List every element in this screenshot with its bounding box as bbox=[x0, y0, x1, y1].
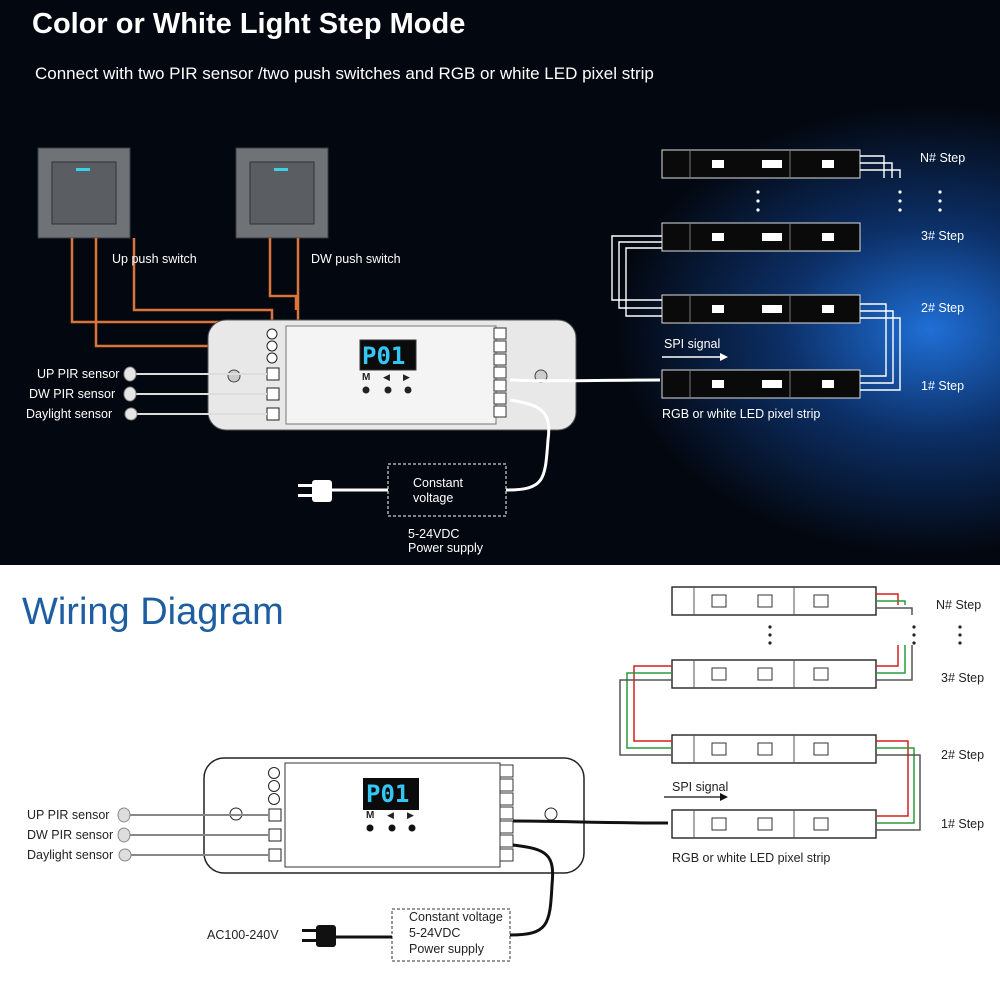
step-2-label: 2# Step bbox=[921, 301, 965, 315]
power-supply bbox=[387, 463, 507, 517]
sensor-heads bbox=[123, 366, 138, 421]
psu-spec-2: Power supply bbox=[408, 541, 484, 555]
psu-label-2: voltage bbox=[413, 491, 454, 505]
mode-button: M bbox=[362, 372, 371, 383]
step-n-label-bottom: N# Step bbox=[936, 598, 982, 612]
continuation-dots-bottom bbox=[768, 625, 962, 645]
sensor-heads-bottom bbox=[117, 807, 132, 862]
left-button: ◀ bbox=[383, 372, 390, 382]
power-cable-bottom bbox=[509, 843, 555, 937]
led-strip-3-bottom bbox=[671, 659, 877, 689]
daylight-label: Daylight sensor bbox=[26, 407, 113, 421]
spi-arrowhead bbox=[720, 353, 728, 361]
power-supply-bottom bbox=[391, 908, 511, 962]
panel-subtitle: Connect with two PIR sensor /two push sw… bbox=[35, 64, 654, 83]
strip-label: RGB or white LED pixel strip bbox=[662, 407, 821, 421]
continuation-dots bbox=[756, 190, 942, 212]
step-3-label: 3# Step bbox=[921, 229, 965, 243]
step-1-label-bottom: 1# Step bbox=[941, 817, 985, 831]
top-wiring-svg bbox=[37, 147, 942, 517]
led-strip-1 bbox=[661, 369, 861, 399]
power-cable bbox=[505, 398, 551, 492]
right-button: ▶ bbox=[403, 372, 410, 382]
dw-switch-label: DW push switch bbox=[311, 252, 401, 266]
spi-signal-label-bottom: SPI signal bbox=[672, 780, 729, 794]
up-pir-label: UP PIR sensor bbox=[37, 367, 120, 381]
spi-arrowhead-bottom bbox=[720, 793, 728, 801]
dw-pir-label: DW PIR sensor bbox=[29, 387, 116, 401]
controller bbox=[207, 319, 577, 431]
led-strip-3 bbox=[661, 222, 861, 252]
psu-label-3-bottom: Power supply bbox=[409, 942, 485, 956]
psu-label-1-bottom: Constant voltage bbox=[409, 910, 503, 924]
dw-pir-label-bottom: DW PIR sensor bbox=[27, 828, 114, 842]
up-pir-label-bottom: UP PIR sensor bbox=[27, 808, 110, 822]
step-1-label: 1# Step bbox=[921, 379, 965, 393]
strip-label-bottom: RGB or white LED pixel strip bbox=[672, 851, 831, 865]
led-strip-2-bottom bbox=[671, 734, 877, 764]
dw-push-switch bbox=[235, 147, 329, 239]
spi-cable-bottom bbox=[512, 819, 669, 825]
psu-spec-1: 5-24VDC bbox=[408, 527, 460, 541]
strip-wires bbox=[611, 155, 901, 391]
up-switch-label: Up push switch bbox=[112, 252, 197, 266]
step-3-label-bottom: 3# Step bbox=[941, 671, 985, 685]
controller-display: P01 bbox=[362, 342, 406, 370]
step-n-label: N# Step bbox=[920, 151, 966, 165]
up-push-switch bbox=[37, 147, 131, 239]
right-button-bottom: ▶ bbox=[407, 810, 414, 820]
step-mode-panel: Color or White Light Step Mode Connect w… bbox=[0, 0, 1000, 565]
plug-icon-bottom bbox=[302, 925, 336, 947]
psu-label-2-bottom: 5-24VDC bbox=[409, 926, 461, 940]
spi-cable bbox=[509, 378, 661, 383]
wiring-diagram-title: Wiring Diagram bbox=[22, 591, 284, 633]
led-strip-1-bottom bbox=[671, 809, 877, 839]
mode-button-bottom: M bbox=[366, 810, 375, 821]
panel-title: Color or White Light Step Mode bbox=[32, 8, 466, 40]
wiring-diagram-panel: Wiring Diagram bbox=[0, 565, 1000, 1000]
sensor-wires bbox=[134, 373, 267, 415]
led-strip-2 bbox=[661, 294, 861, 324]
strip-wires-bottom bbox=[619, 593, 921, 831]
sensor-wires-bottom bbox=[128, 814, 269, 856]
controller-display-bottom: P01 bbox=[366, 780, 410, 808]
led-strips bbox=[661, 149, 861, 399]
plug-icon bbox=[298, 480, 332, 502]
daylight-label-bottom: Daylight sensor bbox=[27, 848, 114, 862]
led-strips-bottom bbox=[671, 586, 877, 839]
led-strip-n-bottom bbox=[671, 586, 877, 616]
led-strip-n bbox=[661, 149, 861, 179]
controller-bottom bbox=[203, 757, 585, 874]
ac-voltage-label: AC100-240V bbox=[207, 928, 279, 942]
psu-label-1: Constant bbox=[413, 476, 464, 490]
bottom-wiring-svg bbox=[117, 586, 962, 962]
step-2-label-bottom: 2# Step bbox=[941, 748, 985, 762]
spi-signal-label: SPI signal bbox=[664, 337, 721, 351]
left-button-bottom: ◀ bbox=[387, 810, 394, 820]
